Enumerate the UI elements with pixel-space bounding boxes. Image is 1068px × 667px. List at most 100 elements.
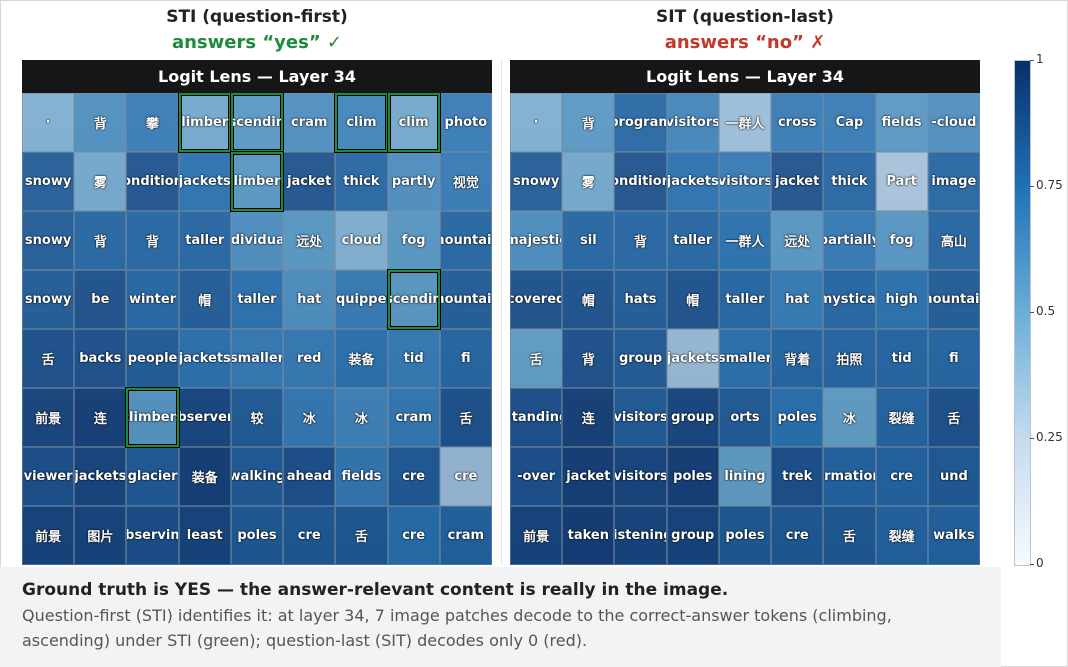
sti-patch-cell: tid [387,329,440,388]
sti-token-label: ascending [390,292,438,307]
sti-token-label: 舌 [354,530,368,545]
sti-patch-cell: snowy [22,152,75,211]
sit-patch-cell: jackets [666,329,719,388]
sit-patch-cell: visitors [718,152,772,211]
sti-patch-cell: climbers [126,388,179,447]
caption-box [0,567,1001,667]
sti-patch-cell: people [126,329,179,388]
sit-patch-cell: 背 [562,93,615,152]
sit-token-label: visitors [614,410,667,425]
sit-patch-cell: taller [666,211,719,270]
sit-patch-cell: listening [614,506,667,565]
sit-patch-cell: 背 [614,211,667,270]
sit-token-label: 裂缝 [888,530,915,545]
sit-patch-cell: lining [718,447,772,506]
sti-patch-cell: 冰 [283,388,336,447]
colorbar-tick-mark [1030,60,1034,61]
sti-answer-label: answers “yes” ✓ [171,32,343,53]
sti-token-label: tid [403,351,424,366]
sti-token-label: fog [401,233,426,248]
sit-patch-cell: fog [875,211,928,270]
sit-patch-cell: 一群人 [718,211,772,270]
sit-token-label: 背着 [784,353,811,368]
sit-token-label: hats [624,292,657,307]
colorbar-tick-mark [1030,186,1034,187]
sit-token-label: 雾 [581,176,595,191]
sit-token-label: walks [933,528,975,543]
sit-token-label: visitors [666,115,719,130]
sit-token-label: mountain [929,292,980,307]
sit-token-label: 一群人 [725,117,765,132]
sti-patch-cell: 帽 [178,270,231,329]
sit-token-label: 冰 [842,412,856,427]
sti-token-label: 帽 [198,294,212,309]
sti-token-label: 冰 [354,412,368,427]
sti-token-label: 连 [93,412,107,427]
sit-token-label: 裂缝 [888,412,915,427]
sti-patch-cell: photo [439,93,492,152]
sti-patch-cell: poles [230,506,284,565]
sit-token-label: 一群人 [725,235,765,250]
sit-patch-cell: 帽 [666,270,719,329]
sit-patch-cell: jacket [562,447,615,506]
sit-token-label: 连 [581,412,595,427]
sit-patch-cell: hats [614,270,667,329]
sit-patch-cell: 雾 [562,152,615,211]
sit-token-label: Part [886,174,917,189]
sit-token-label: 前景 [523,530,550,545]
sit-patch-cell: covered [510,270,563,329]
sti-token-label: cram [447,528,485,543]
sit-token-label: lining [724,469,766,484]
sti-patch-cell: 攀 [126,93,179,152]
sit-token-label: listening [615,528,665,543]
sit-token-label: tid [891,351,912,366]
sit-patch-cell: -cloud [927,93,980,152]
sti-token-label: jackets [178,174,231,189]
sit-token-label: cre [785,528,809,543]
sit-patch-cell: partially [823,211,876,270]
sit-title: SIT (question-last) [656,7,834,27]
sit-token-label: image [931,174,977,189]
sti-token-label: photo [444,115,488,130]
sti-patch-cell: cre [283,506,336,565]
sit-token-label: 舌 [842,530,856,545]
sti-patch-cell: mountain [439,211,492,270]
sit-token-label: mystical [824,292,876,307]
sti-token-label: cre [297,528,321,543]
sit-token-label: 帽 [581,294,595,309]
sit-token-label: 舌 [947,412,961,427]
sit-token-label: 背 [634,235,648,250]
sit-token-label: partially [824,233,874,248]
sit-patch-cell: visitors [666,93,719,152]
sti-patch-cell: 舌 [335,506,388,565]
sti-patch-cell: jackets [178,152,231,211]
sit-patch-cell: taller [718,270,772,329]
sit-token-label: covered [511,292,563,307]
sit-token-label: jacket [775,174,820,189]
sit-patch-cell: cre [875,447,928,506]
sti-token-label: climbers [233,174,281,189]
sit-token-label: 背 [581,117,595,132]
sit-token-grid: ·背programvisitors一群人crossCapfields-cloud… [510,93,980,565]
sti-patch-cell: 背 [74,211,127,270]
sti-patch-cell: walking [230,447,284,506]
sti-logit-lens-panel: Logit Lens — Layer 34 ·背攀climbersascendi… [22,60,492,565]
sit-patch-cell: 舌 [510,329,563,388]
sti-patch-cell: jacket [283,152,336,211]
sti-token-label: climbers [128,410,177,425]
sti-patch-cell: 远处 [283,211,336,270]
sti-token-label: cre [454,469,478,484]
sti-patch-cell: ahead [283,447,336,506]
sit-token-label: taken [567,528,609,543]
sti-token-label: 前景 [35,412,62,427]
sti-token-label: clim [346,115,377,130]
sti-patch-cell: 装备 [335,329,388,388]
sit-patch-cell: 拍照 [823,329,876,388]
sti-token-label: 装备 [348,353,375,368]
sit-patch-cell: poles [718,506,772,565]
sit-token-label: group [671,410,715,425]
sti-token-label: thick [343,174,380,189]
sti-token-label: glacier [127,469,178,484]
sit-patch-cell: 舌 [927,388,980,447]
sit-patch-cell: 裂缝 [875,506,928,565]
